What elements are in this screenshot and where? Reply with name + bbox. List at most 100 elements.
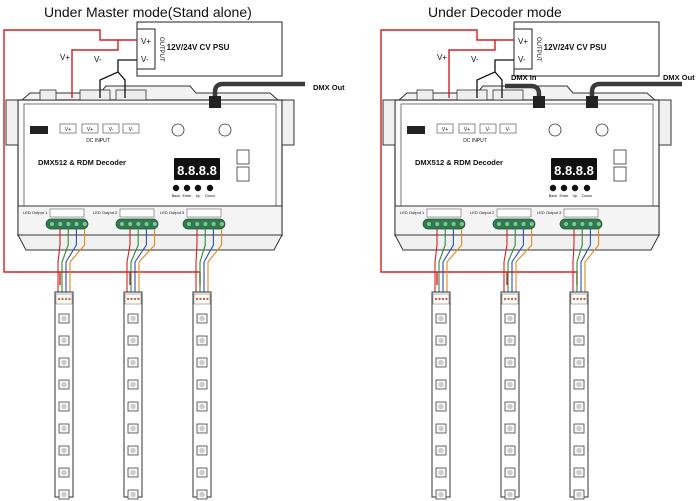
vminus-wire-label: V- [94,55,102,64]
led-output-label-box [49,208,85,218]
led-lens [199,469,205,476]
rj45-port [613,149,627,165]
strip-solder-pad [445,297,448,301]
output-wire [507,229,516,292]
dmx-connector-round [171,123,185,137]
terminal-screw [450,221,457,227]
led-output-label: LED Output 1 [23,210,48,215]
output-wire [199,229,206,292]
strip-solder-pad [68,297,71,301]
psu-box [513,21,660,77]
led-lens [576,469,582,476]
strip-solder-pad [126,297,130,301]
strip-solder-pad [130,297,133,301]
output-wire [138,229,156,292]
decoder-button [206,184,214,192]
dc-terminal-label: V- [129,127,134,133]
led-lens [576,359,582,366]
psu-label: 12V/24V CV PSU [167,43,230,52]
led-lens [507,359,513,366]
led-output-label: LED Output 1 [400,210,425,215]
led-lens [61,403,67,410]
terminal-screw [135,221,142,227]
decoder-button [560,184,568,192]
dmx-out-plug [209,96,221,108]
vplus-strip-wire [437,271,578,285]
rj45-port [236,166,250,182]
strip-solder-pad [133,297,137,301]
display-digits: 8.8.8.8 [554,163,594,178]
decoder-button [583,184,591,192]
led-lens [438,425,444,432]
decoder-button-label: Up [573,194,578,198]
strip-solder-pad [195,297,199,301]
top-terminal-block [39,89,57,101]
decoder-button-label: Back [549,194,558,198]
led-lens [199,491,205,498]
dc-terminal-box [499,123,517,134]
top-terminal-block [416,89,434,101]
terminal-screw [434,221,440,227]
led-lens [438,315,444,322]
top-terminal-block [456,89,488,101]
led-lens [130,315,136,322]
decoder-face [23,103,277,207]
dc-terminal-box [59,123,77,134]
terminal-screw [504,221,510,227]
led-lens [438,469,444,476]
decoder-button-label: Back [172,194,181,198]
strip-solder-pad [199,297,202,301]
led-lens [199,447,205,454]
led-lens [507,469,513,476]
led-lens [438,359,444,366]
decoder-bottom-rail [17,234,283,251]
terminal-screw [152,221,158,227]
vminus-wire [99,59,137,98]
vminus-wire [476,59,514,98]
strip-solder-pad [503,297,507,301]
led-lens [61,491,67,498]
strip-solder-pad [579,297,583,301]
decoder-button-label: Down [205,194,215,198]
strip-solder-pad [61,297,64,301]
strip-solder-pad [572,297,576,301]
led-lens [438,403,444,410]
terminal-screw [57,221,63,227]
led-output-label-box [496,208,532,218]
vplus-wire-label: V+ [60,53,70,62]
led-lens [130,359,136,366]
strip-solder-pad [206,297,209,301]
output-wire [65,229,77,292]
led-lens [576,381,582,388]
psu-box [136,21,283,77]
dmx-out-label: DMX Out [313,83,345,92]
output-wire [195,229,198,292]
led-strip-pad [570,293,588,305]
dmx-out-cable [589,81,682,104]
led-lens [576,425,582,432]
dmx-connector-round [595,123,609,137]
led-output-label-box [186,208,222,218]
psu-terminal-block [513,28,533,70]
mount-ear-right [281,99,295,146]
output-wire [442,229,454,292]
top-terminal-block [79,89,111,101]
led-lens [61,359,67,366]
led-lens [199,403,205,410]
terminal-screw [496,221,502,227]
psu-output-label: OUTPUT [535,37,541,62]
led-lens [199,315,205,322]
dc-terminal-label: V+ [442,127,448,133]
terminal-screw [512,221,519,227]
led-lens [130,447,136,454]
led-lens [507,425,513,432]
led-lens [61,469,67,476]
terminal-screw [596,221,602,227]
output-wire [511,229,524,292]
led-lens [507,403,513,410]
led-lens [61,337,67,344]
output-wire [134,229,147,292]
